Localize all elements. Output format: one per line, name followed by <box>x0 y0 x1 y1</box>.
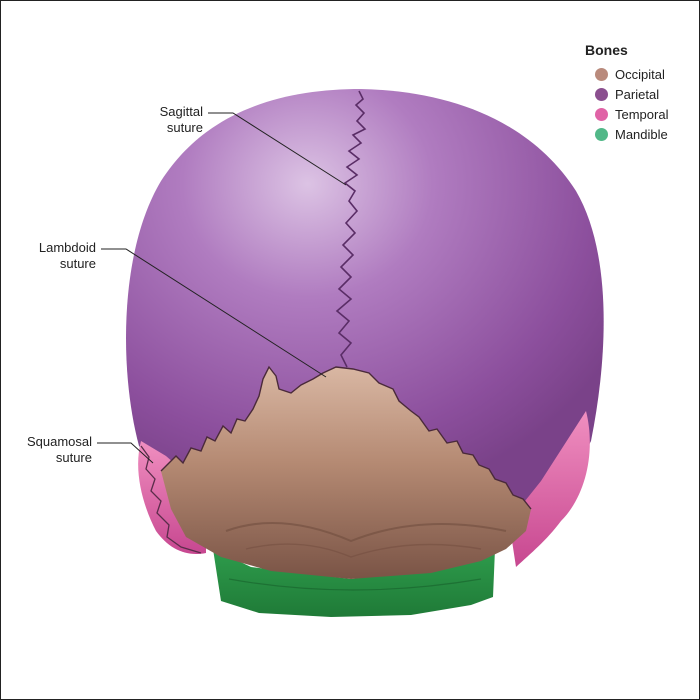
legend-item-temporal: Temporal <box>585 104 695 124</box>
lambdoid-suture-line <box>160 365 532 510</box>
legend-label-occipital: Occipital <box>615 66 665 82</box>
occipital-bone <box>161 367 531 579</box>
squamosal-label-line1: Squamosal <box>26 434 92 449</box>
squamosal-label-line2: suture <box>55 450 92 465</box>
sagittal-label-line2: suture <box>166 120 203 135</box>
temporal-swatch-icon <box>595 107 608 121</box>
occipital-swatch-icon <box>595 67 608 81</box>
temporal-bone-right <box>509 411 590 567</box>
legend-label-temporal: Temporal <box>615 106 669 122</box>
mandible-bone <box>213 549 495 617</box>
sagittal-suture-line <box>335 90 367 368</box>
lambdoid-label-line2: suture <box>59 256 96 271</box>
lambdoid-label-line1: Lambdoid <box>38 240 96 255</box>
bones-legend: Bones Occipital Parietal Temporal Mandib… <box>585 42 695 144</box>
legend-label-mandible: Mandible <box>615 126 668 142</box>
legend-label-parietal: Parietal <box>615 86 660 102</box>
legend-item-occipital: Occipital <box>585 64 695 84</box>
sagittal-label-line1: Sagittal <box>159 104 203 119</box>
squamosal-suture-line <box>140 445 202 554</box>
lambdoid-leader-line <box>101 248 327 378</box>
legend-item-mandible: Mandible <box>585 124 695 144</box>
parietal-swatch-icon <box>595 87 608 101</box>
lambdoid-suture-label: Lambdoid suture <box>15 240 96 272</box>
parietal-bone <box>126 89 604 521</box>
sagittal-suture-label: Sagittal suture <box>121 104 203 136</box>
sagittal-leader-line <box>208 112 347 186</box>
legend-title: Bones <box>585 42 628 58</box>
legend-item-parietal: Parietal <box>585 84 695 104</box>
squamosal-suture-label: Squamosal suture <box>7 434 92 466</box>
mandible-swatch-icon <box>595 127 608 141</box>
squamosal-leader-line <box>97 442 154 464</box>
